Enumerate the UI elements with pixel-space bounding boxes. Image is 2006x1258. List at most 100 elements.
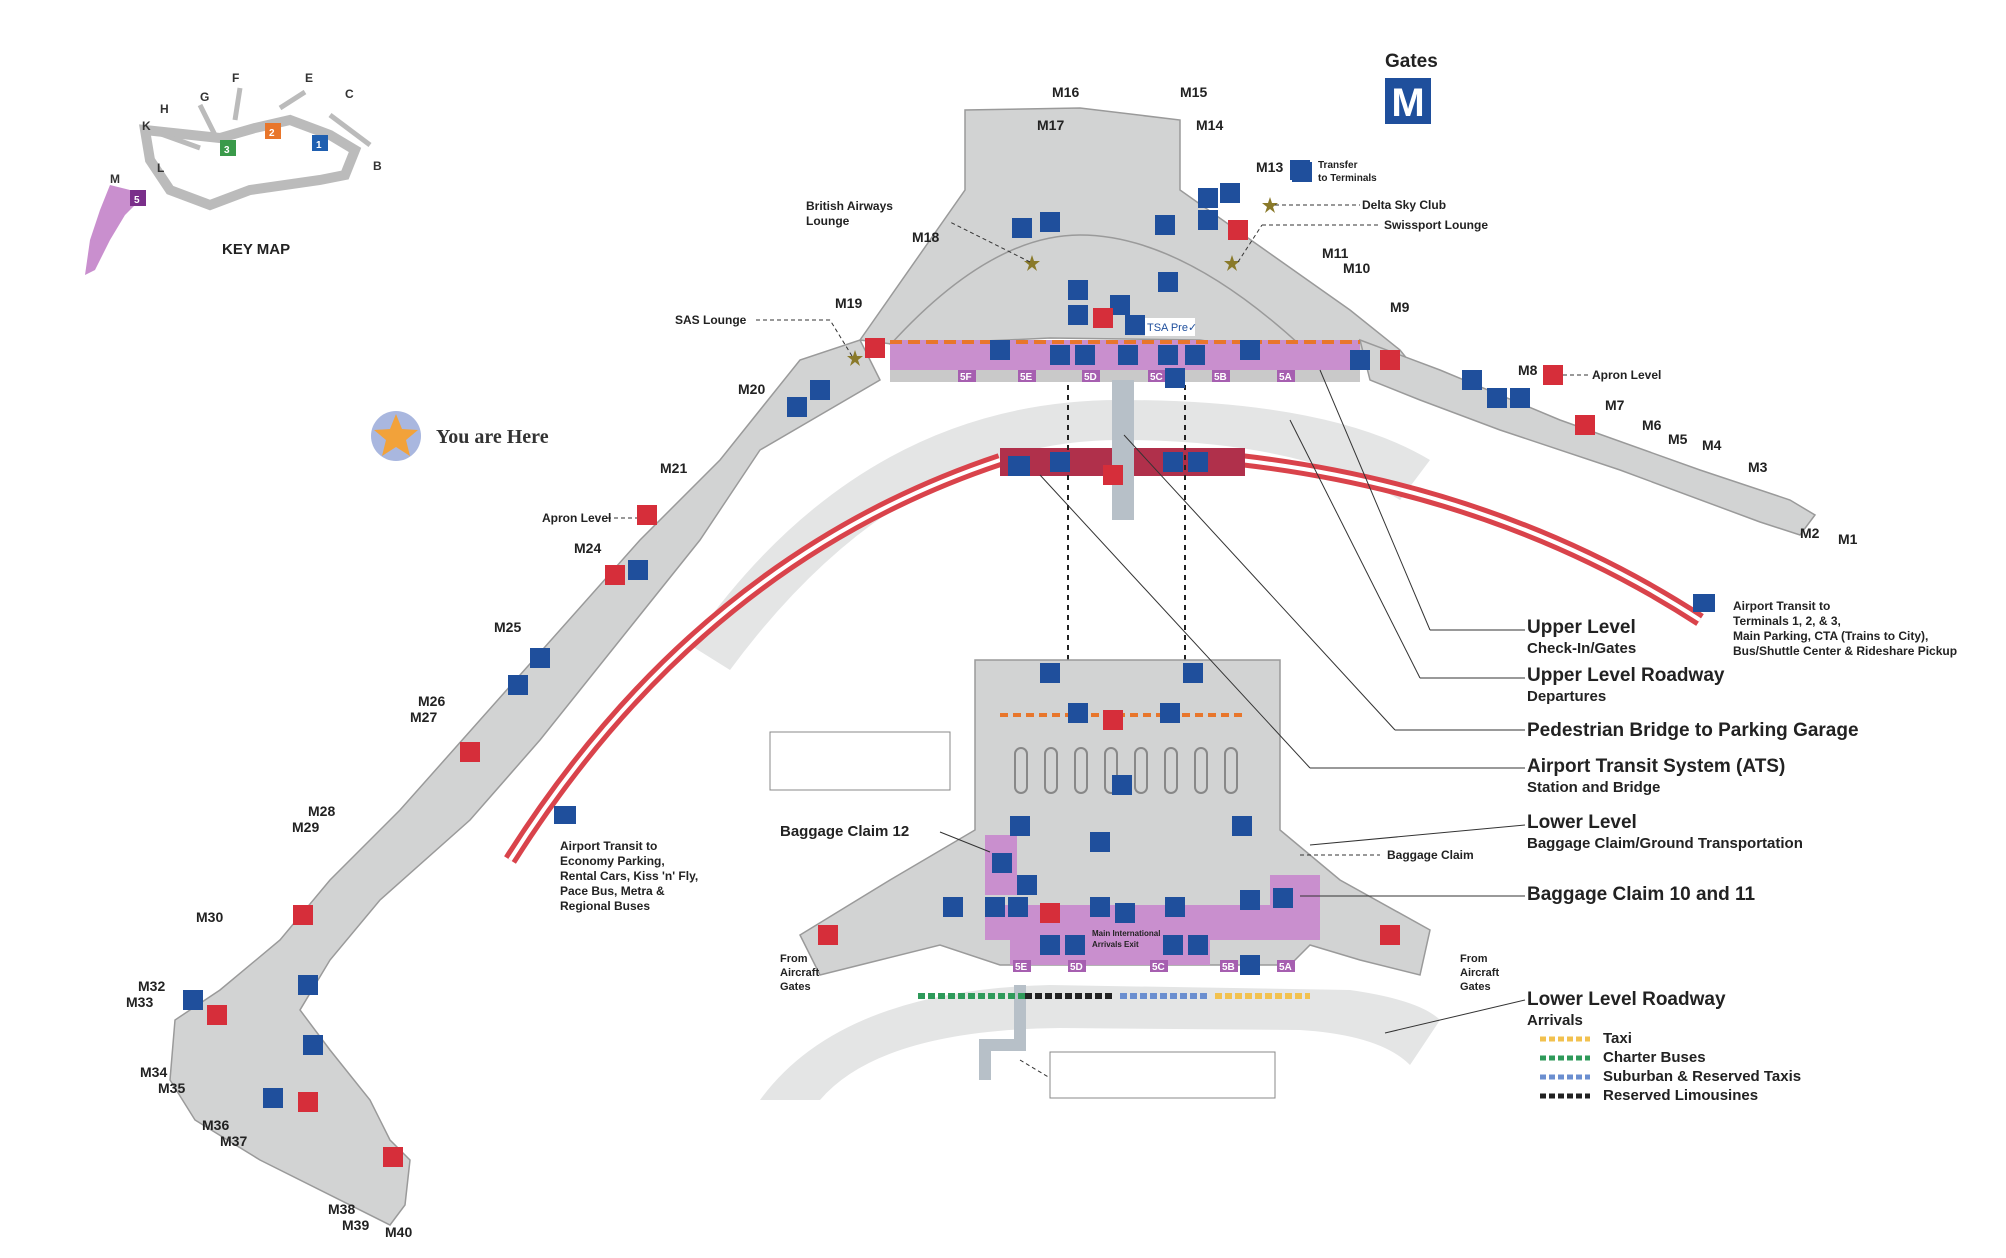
svg-text:C: C bbox=[345, 87, 354, 101]
gate-m33: M33 bbox=[126, 994, 153, 1010]
svg-text:Baggage Claim 10 and 11: Baggage Claim 10 and 11 bbox=[1527, 884, 1756, 905]
elevator-icon-6 bbox=[1040, 935, 1060, 955]
amenity-icons bbox=[183, 160, 1715, 1167]
escalator-icon bbox=[1198, 188, 1218, 208]
security-icon-2 bbox=[1090, 897, 1110, 917]
restroom-icon-18 bbox=[1240, 890, 1260, 910]
door-lower-5a: 5A bbox=[1277, 960, 1295, 973]
temp-walkway-path bbox=[979, 985, 1026, 1080]
restroom-icon-4 bbox=[1068, 305, 1088, 325]
svg-text:5C: 5C bbox=[1152, 962, 1165, 973]
gate-m34: M34 bbox=[140, 1064, 167, 1080]
svg-text:Check-In/Gates: Check-In/Gates bbox=[1527, 640, 1636, 657]
restroom-icon-5 bbox=[990, 340, 1010, 360]
restroom-icon-11 bbox=[298, 975, 318, 995]
security-icon bbox=[1110, 295, 1130, 315]
family-restroom-icon-4 bbox=[263, 1088, 283, 1108]
gate-m30: M30 bbox=[196, 909, 223, 925]
family-restroom-icon-3 bbox=[183, 990, 203, 1010]
gate-m29: M29 bbox=[292, 819, 319, 835]
tsa-precheck-label: TSA Pre✓ bbox=[1147, 322, 1197, 334]
you-are-here-star-icon bbox=[374, 414, 418, 456]
gate-m38: M38 bbox=[328, 1201, 355, 1217]
aed-icon-6 bbox=[865, 338, 885, 358]
ats-track-right-core bbox=[1239, 458, 1702, 622]
callout-swissport: Swissport Lounge bbox=[1384, 218, 1488, 232]
svg-text:5A: 5A bbox=[1279, 372, 1292, 383]
svg-text:K: K bbox=[142, 119, 151, 133]
aed-icon-14 bbox=[383, 1147, 403, 1167]
legend-item: Pedestrian Bridge to Parking Garage bbox=[1527, 720, 1859, 741]
restroom-icon-3 bbox=[1068, 280, 1088, 300]
gate-m25: M25 bbox=[494, 619, 521, 635]
svg-text:5D: 5D bbox=[1084, 372, 1097, 383]
callout-sas: SAS Lounge bbox=[675, 313, 747, 327]
door-lower-5e: 5E bbox=[1013, 960, 1031, 973]
ats-escalator-icon bbox=[1188, 452, 1208, 472]
tsa-precheck-badge bbox=[1145, 318, 1195, 336]
info-icon-2 bbox=[1118, 345, 1138, 365]
door-lower-5b: 5B bbox=[1220, 960, 1238, 973]
svg-text:Upper Level Roadway: Upper Level Roadway bbox=[1527, 665, 1725, 686]
gate-m6: M6 bbox=[1642, 417, 1662, 433]
ats-elevator-icon-2 bbox=[1163, 452, 1183, 472]
restroom-icon-12 bbox=[303, 1035, 323, 1055]
escalator-icon-2 bbox=[1220, 183, 1240, 203]
gate-m7: M7 bbox=[1605, 397, 1625, 413]
aed-icon-7 bbox=[1103, 465, 1123, 485]
gate-m5: M5 bbox=[1668, 431, 1688, 447]
restroom-icon-16 bbox=[1232, 816, 1252, 836]
svg-text:2: 2 bbox=[269, 128, 275, 139]
restroom-icon-13 bbox=[1040, 663, 1060, 683]
info-icon bbox=[1155, 215, 1175, 235]
elevator-icon-3 bbox=[1050, 345, 1070, 365]
info-icon-3 bbox=[1115, 903, 1135, 923]
svg-text:5E: 5E bbox=[1015, 962, 1028, 973]
gates-title: Gates bbox=[1385, 51, 1438, 72]
svg-text:Airport Transit System (ATS): Airport Transit System (ATS) bbox=[1527, 756, 1785, 777]
key-map-terminal-2 bbox=[265, 123, 281, 139]
svg-text:Lower Level Roadway: Lower Level Roadway bbox=[1527, 989, 1726, 1010]
key-map-terminal-5 bbox=[130, 190, 146, 206]
svg-text:Taxi: Taxi bbox=[1603, 1030, 1632, 1047]
ats-elevator-icon bbox=[1050, 452, 1070, 472]
aed-icon-2 bbox=[1093, 308, 1113, 328]
terminal-badge bbox=[1385, 78, 1431, 124]
security-icon-3 bbox=[1165, 897, 1185, 917]
delta-lounge-star-icon bbox=[1262, 197, 1278, 213]
restroom-icon-2 bbox=[1198, 210, 1218, 230]
aed-icon-12 bbox=[207, 1005, 227, 1025]
svg-text:Charter Buses: Charter Buses bbox=[1603, 1049, 1706, 1066]
key-map-title: KEY MAP bbox=[222, 241, 290, 258]
swissport-lounge-star-icon bbox=[1224, 255, 1240, 271]
roadway-legend-item: Suburban & Reserved Taxis bbox=[1540, 1068, 1801, 1085]
ats-track-left-core bbox=[508, 458, 1001, 862]
gate-m13: M13 bbox=[1256, 159, 1283, 175]
ticketing-icon bbox=[1090, 832, 1110, 852]
svg-text:Station and Bridge: Station and Bridge bbox=[1527, 779, 1660, 796]
baggage-claim-10-11-icon bbox=[1273, 888, 1293, 908]
restroom-icon-6 bbox=[1240, 340, 1260, 360]
elevator-icon-4 bbox=[985, 897, 1005, 917]
svg-text:G: G bbox=[200, 90, 209, 104]
svg-text:Upper Level: Upper Level bbox=[1527, 617, 1636, 638]
svg-text:Reserved Limousines: Reserved Limousines bbox=[1603, 1087, 1758, 1104]
svg-text:Baggage Claim/Ground Transport: Baggage Claim/Ground Transportation bbox=[1527, 835, 1803, 852]
door-upper-5a: 5A bbox=[1277, 370, 1295, 383]
central-hub bbox=[858, 107, 1422, 377]
svg-text:5C: 5C bbox=[1150, 372, 1163, 383]
svg-text:5B: 5B bbox=[1222, 962, 1235, 973]
gate-m4: M4 bbox=[1702, 437, 1722, 453]
roadway-legend-item: Reserved Limousines bbox=[1540, 1087, 1758, 1104]
hub-inner-arc bbox=[889, 234, 1301, 346]
aed-icon-13 bbox=[298, 1092, 318, 1112]
legend-item: Baggage Claim 10 and 11 bbox=[1527, 884, 1756, 905]
